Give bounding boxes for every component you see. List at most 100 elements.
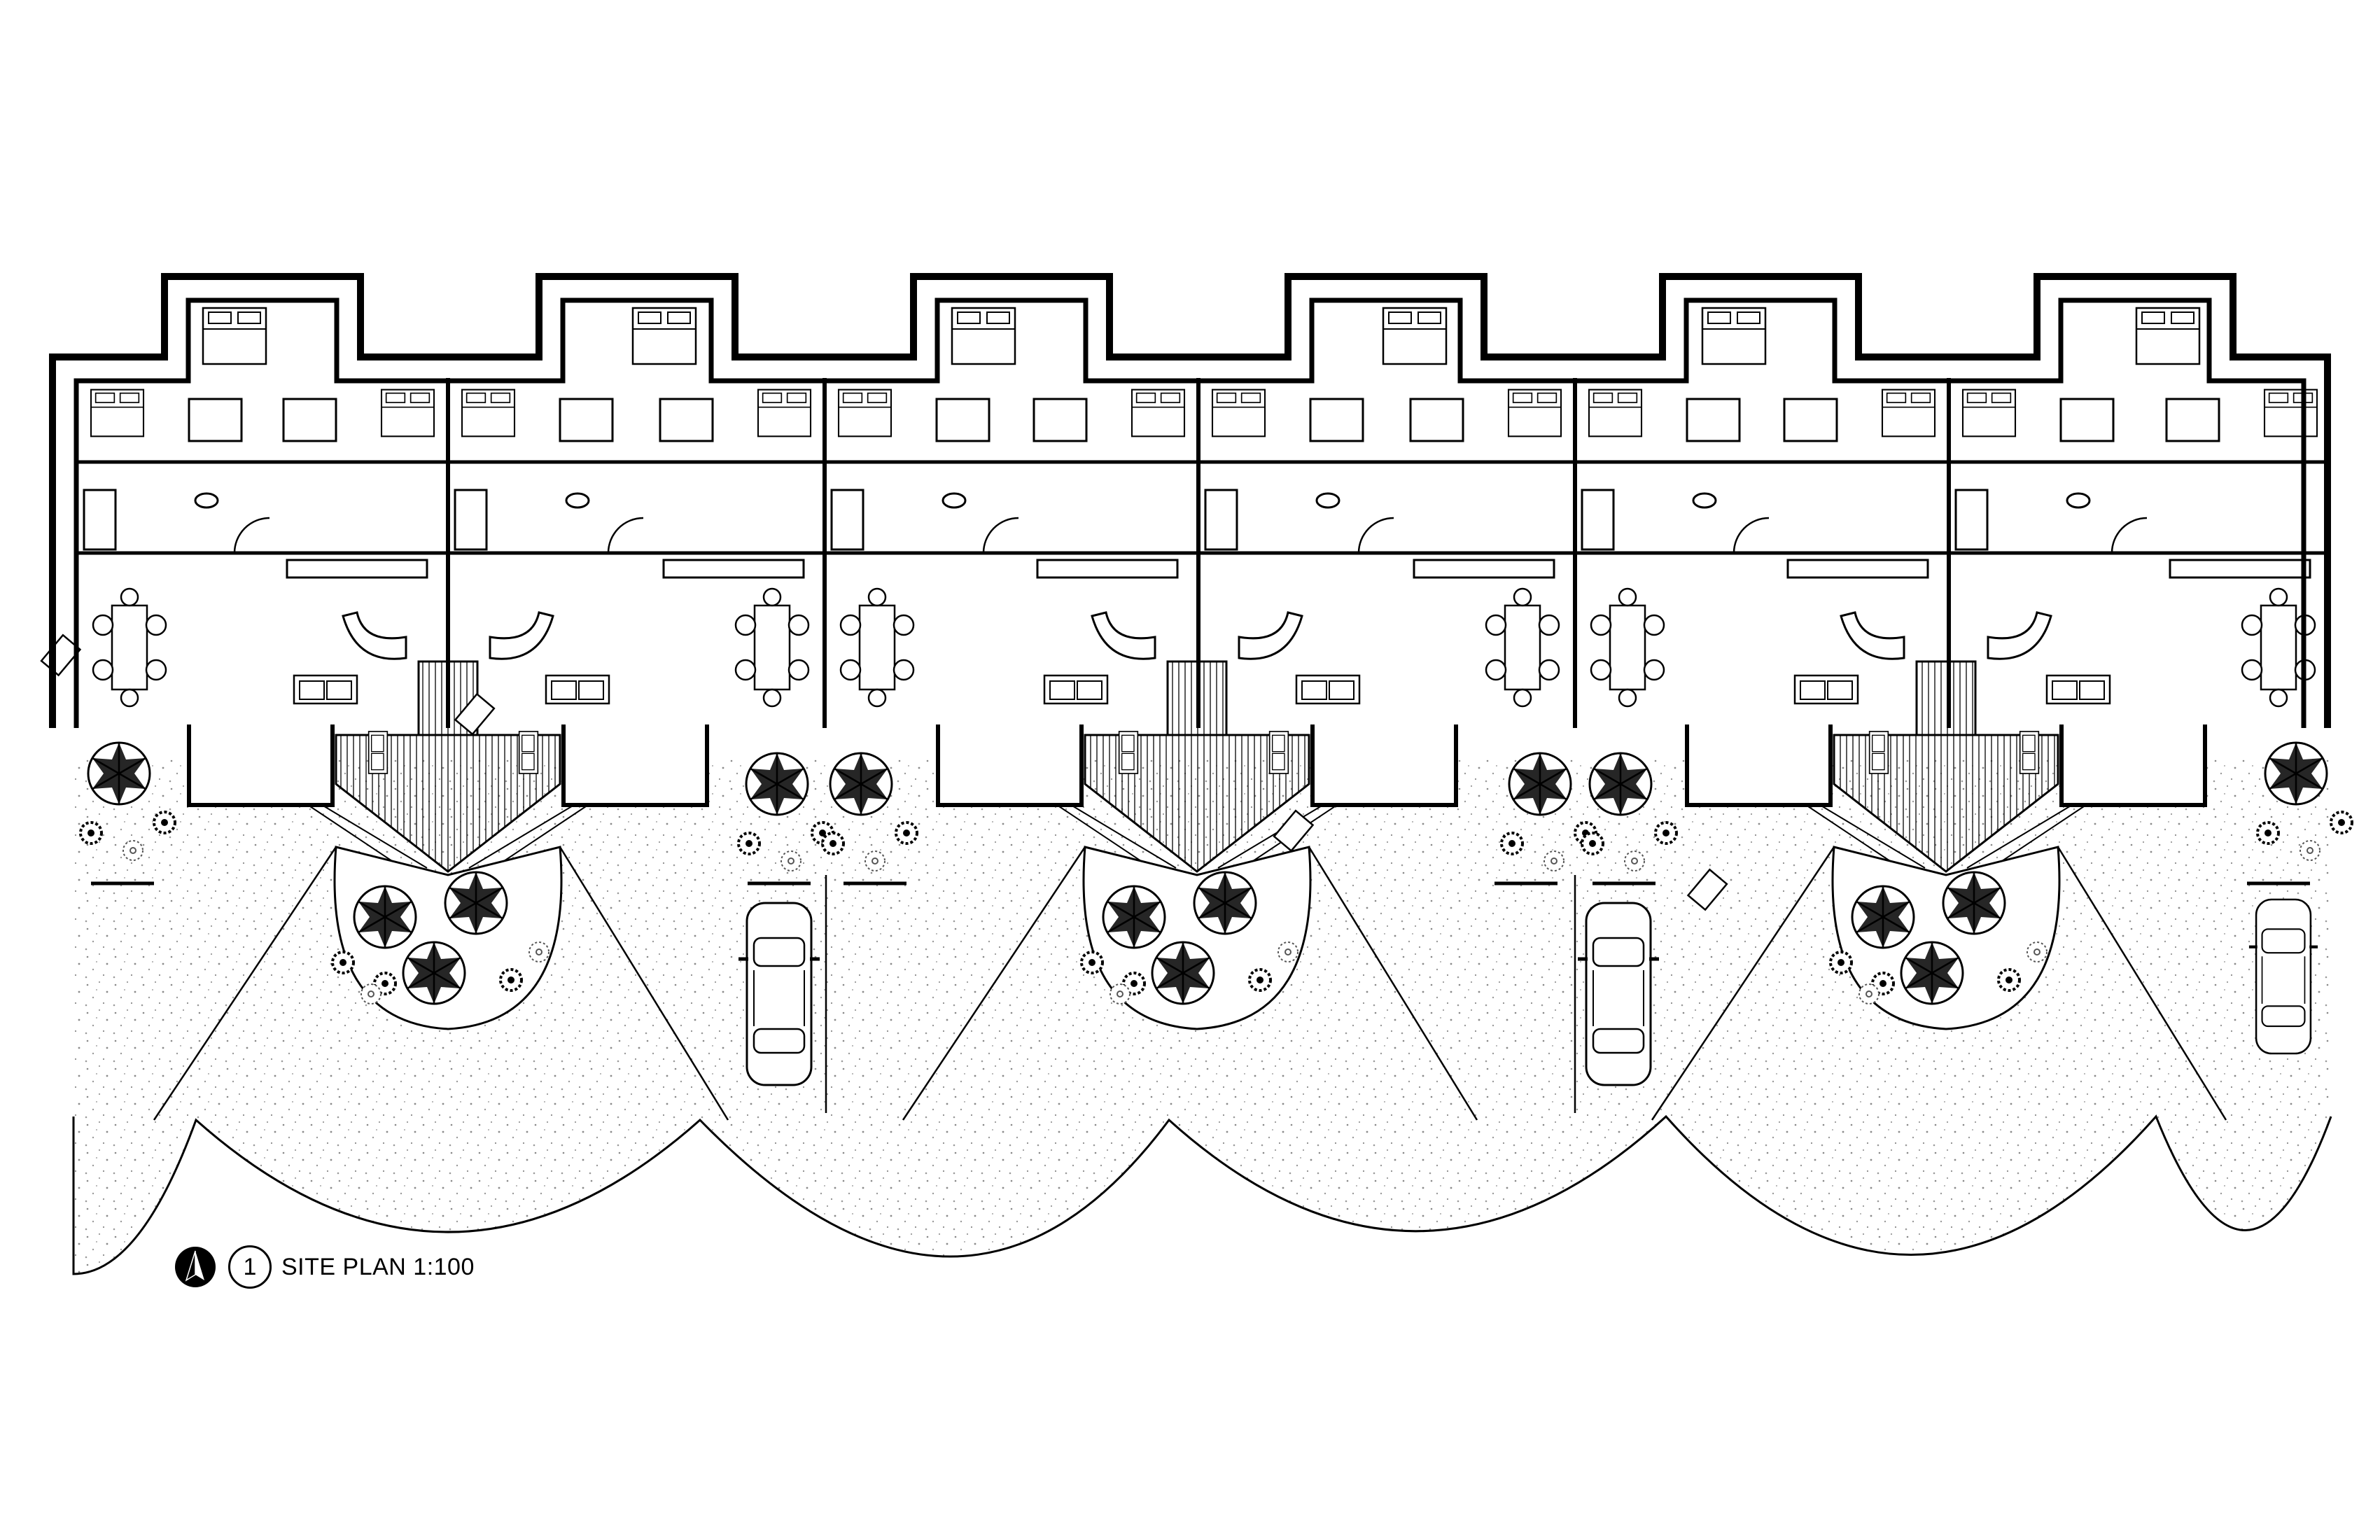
- kitchen-counter: [286, 559, 428, 579]
- tree-icon: [1942, 871, 2006, 935]
- bed-icon: [90, 388, 145, 438]
- entry-stair: [1915, 660, 1977, 736]
- tree-icon: [745, 752, 809, 816]
- path-edge: [307, 804, 589, 876]
- shrub-icon: [153, 811, 176, 834]
- shrub-icon: [1248, 968, 1272, 992]
- door-swing: [1732, 517, 1770, 554]
- wardrobe: [1309, 398, 1364, 442]
- bathtub: [1204, 489, 1238, 551]
- bathtub: [1954, 489, 1989, 551]
- washbasin: [565, 492, 590, 509]
- bed-icon: [1881, 388, 1936, 438]
- unit: [448, 307, 825, 775]
- shrub-icon: [1997, 968, 2021, 992]
- kitchen-island: [1091, 611, 1156, 660]
- dining-table-icon: [1590, 587, 1665, 708]
- kitchen-island: [1840, 611, 1905, 660]
- bed-icon: [1211, 388, 1266, 438]
- bed-icon: [202, 307, 267, 365]
- washbasin: [2066, 492, 2091, 509]
- wardrobe: [559, 398, 614, 442]
- bed-icon: [1588, 388, 1643, 438]
- shrub-icon: [1829, 951, 1853, 974]
- coffee-table: [1273, 809, 1315, 853]
- sofa-icon: [1118, 730, 1139, 775]
- shrub-icon: [1581, 832, 1604, 855]
- bed-icon: [1382, 307, 1448, 365]
- shrub-icon: [499, 968, 523, 992]
- tree-icon: [444, 871, 508, 935]
- sofa-icon: [293, 674, 358, 705]
- dining-table-icon: [92, 587, 167, 708]
- kitchen-counter: [662, 559, 805, 579]
- sofa-icon: [368, 730, 388, 775]
- unit: [1575, 307, 1949, 775]
- sofa-icon: [1268, 730, 1289, 775]
- shrub-icon: [895, 821, 918, 845]
- tree-icon: [1193, 871, 1257, 935]
- tree-icon: [402, 941, 466, 1005]
- bed-icon: [380, 388, 435, 438]
- tree-icon: [1851, 885, 1915, 949]
- path-edge: [1651, 846, 1835, 1121]
- tree-icon: [353, 885, 417, 949]
- bed-icon: [631, 307, 697, 365]
- bathtub: [83, 489, 117, 551]
- kitchen-island: [489, 611, 554, 660]
- door-swing: [1357, 517, 1394, 554]
- living-bay: [1685, 724, 1833, 807]
- tree-icon: [1102, 885, 1166, 949]
- ground-edge: [72, 1114, 2332, 1275]
- coffee-table: [1686, 868, 1728, 911]
- tree-icon: [1588, 752, 1653, 816]
- shrub-icon: [1858, 983, 1879, 1004]
- townhouse-units: [40, 307, 2331, 911]
- shrub-icon: [1080, 951, 1104, 974]
- bed-icon: [1507, 388, 1562, 438]
- wardrobe: [2059, 398, 2115, 442]
- wardrobe: [1032, 398, 1088, 442]
- shrub-icon: [1278, 941, 1298, 962]
- shrub-icon: [1654, 821, 1678, 845]
- wardrobe: [2165, 398, 2220, 442]
- door-swing: [607, 517, 644, 554]
- living-bay: [1310, 724, 1458, 807]
- sofa-icon: [2019, 730, 2040, 775]
- car-icon: [2249, 899, 2318, 1054]
- dining-table-icon: [839, 587, 915, 708]
- path-edge: [1056, 804, 1338, 876]
- tree-icon: [1508, 752, 1572, 816]
- bathtub: [454, 489, 488, 551]
- wardrobe: [1409, 398, 1464, 442]
- tree-icon: [829, 752, 893, 816]
- shrub-icon: [331, 951, 355, 974]
- shrub-icon: [737, 832, 761, 855]
- car-icon: [738, 903, 820, 1085]
- wardrobe: [659, 398, 714, 442]
- door-swing: [2110, 517, 2148, 554]
- north-arrow-icon: [175, 1247, 216, 1287]
- building-walls: [49, 273, 2331, 807]
- shrub-icon: [1500, 832, 1524, 855]
- dining-table-icon: [734, 587, 810, 708]
- dining-table-icon: [1485, 587, 1560, 708]
- shrub-icon: [2256, 821, 2280, 845]
- shrub-icon: [2330, 811, 2353, 834]
- living-bay: [187, 724, 335, 807]
- shrub-icon: [821, 832, 845, 855]
- shrub-icon: [1544, 850, 1564, 872]
- unit: [1198, 307, 1728, 911]
- wardrobe: [935, 398, 990, 442]
- living-bay: [2059, 724, 2207, 807]
- shrub-icon: [864, 850, 886, 872]
- sofa-icon: [2045, 674, 2111, 705]
- bed-icon: [2135, 307, 2201, 365]
- bed-icon: [1701, 307, 1767, 365]
- kitchen-counter: [1413, 559, 1555, 579]
- outer-wall: [49, 273, 2331, 728]
- coffee-table: [454, 692, 496, 736]
- washbasin: [1692, 492, 1717, 509]
- shrub-icon: [79, 821, 103, 845]
- door-swing: [233, 517, 270, 554]
